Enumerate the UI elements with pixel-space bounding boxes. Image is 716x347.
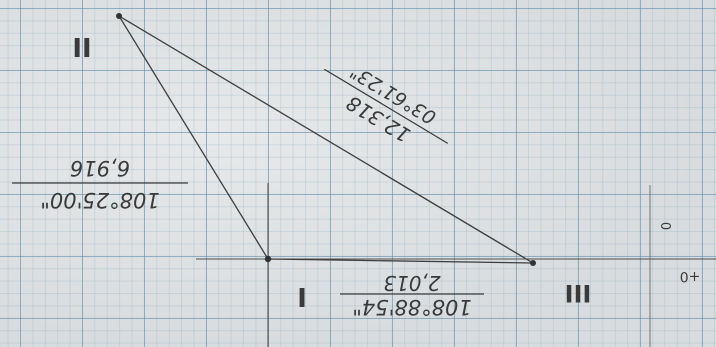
leg-ii-i-distance: 6,916 [70,156,130,180]
leg-i-iii [267,258,534,264]
station-iii-label: III [565,279,592,307]
leg-ii-i-bearing: 108°25'00" [40,188,159,212]
station-i-point [264,255,272,263]
leg-ii-iii [118,15,534,264]
leg-i-iii-distance: 2,013 [383,271,440,295]
axis-mark-plus-zero: +0 [680,268,701,284]
station-i-label: I [297,281,307,311]
axis-mark-zero: 0 [657,222,672,230]
station-ii-label: II [72,31,91,61]
leg-ii-iii-fraction-bar [324,68,449,144]
station-ii-point [116,13,122,19]
leg-i-iii-bearing: 108°88'54" [352,295,471,319]
station-iii-point [530,260,536,266]
leg-ii-i [118,15,269,260]
